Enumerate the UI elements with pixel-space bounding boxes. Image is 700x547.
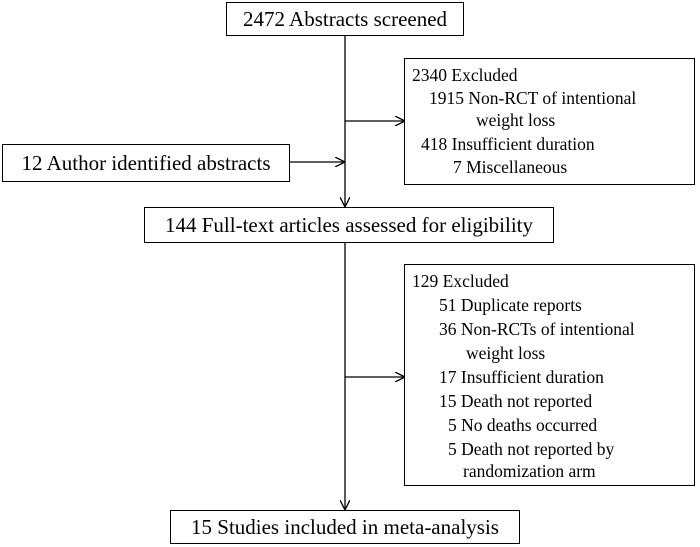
author-abstracts-label: 12 Author identified abstracts — [21, 150, 271, 175]
excluded2-item: 36 Non-RCTs of intentional — [439, 319, 635, 339]
author-abstracts-box: 12 Author identified abstracts — [2, 144, 290, 182]
fulltext-articles-box: 144 Full-text articles assessed for elig… — [144, 207, 554, 243]
abstracts-screened-label: 2472 Abstracts screened — [242, 6, 448, 31]
excluded-abstracts-box: 2340 Excluded 1915 Non-RCT of intentiona… — [404, 58, 695, 185]
excluded1-item: 418 Insufficient duration — [421, 134, 595, 154]
excluded2-item: 5 No deaths occurred — [448, 415, 598, 435]
excluded1-item: weight loss — [476, 110, 556, 130]
excluded2-item: randomization arm — [463, 461, 596, 481]
excluded2-item: 5 Death not reported by — [448, 439, 615, 459]
excluded1-item: 7 Miscellaneous — [453, 157, 568, 177]
excluded2-title: 129 Excluded — [412, 271, 509, 291]
excluded1-item: 1915 Non-RCT of intentional — [429, 88, 637, 108]
excluded2-item: weight loss — [466, 343, 546, 363]
fulltext-articles-label: 144 Full-text articles assessed for elig… — [164, 212, 533, 237]
studies-included-box: 15 Studies included in meta-analysis — [170, 510, 520, 544]
excluded2-item: 15 Death not reported — [439, 391, 593, 411]
excluded-fulltext-box: 129 Excluded 51 Duplicate reports 36 Non… — [404, 264, 695, 486]
abstracts-screened-box: 2472 Abstracts screened — [226, 2, 464, 36]
excluded2-item: 17 Insufficient duration — [439, 367, 604, 387]
excluded2-item: 51 Duplicate reports — [439, 295, 582, 315]
studies-included-label: 15 Studies included in meta-analysis — [191, 514, 499, 539]
excluded1-title: 2340 Excluded — [412, 65, 518, 85]
